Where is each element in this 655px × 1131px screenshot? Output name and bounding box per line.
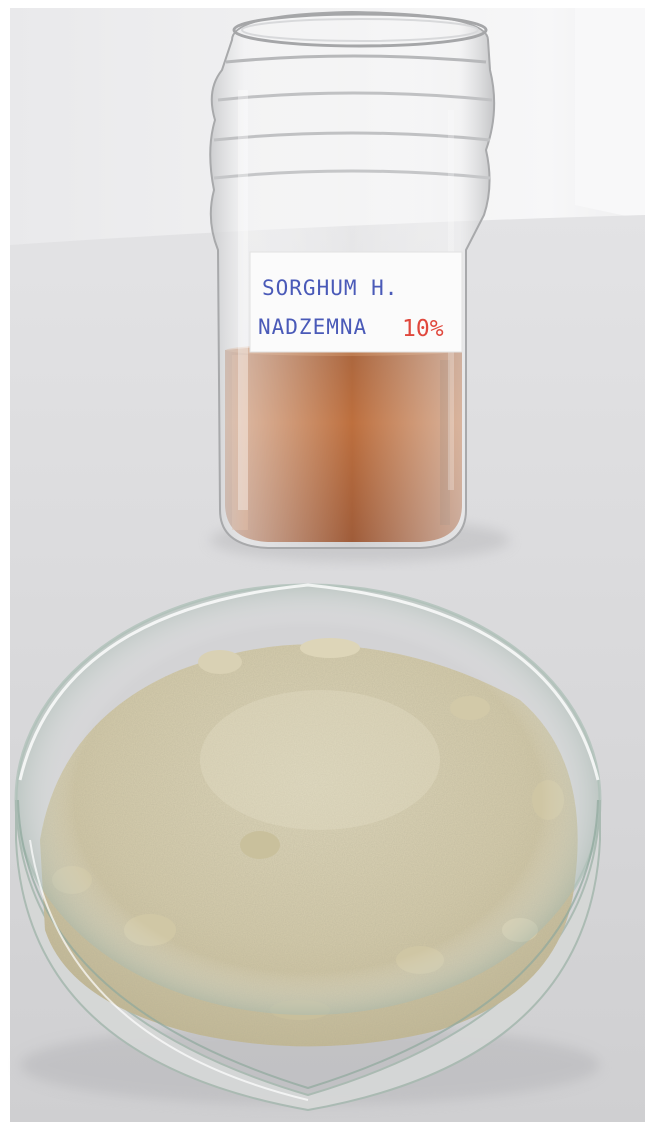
petri-dish [14, 583, 602, 1112]
jar-label-line2: NADZEMNA [258, 315, 367, 339]
jar-label-percent: 10% [402, 316, 444, 342]
jar-label: SORGHUM H. NADZEMNA 10% [249, 251, 463, 353]
jar-label-line1: SORGHUM H. [262, 276, 398, 300]
